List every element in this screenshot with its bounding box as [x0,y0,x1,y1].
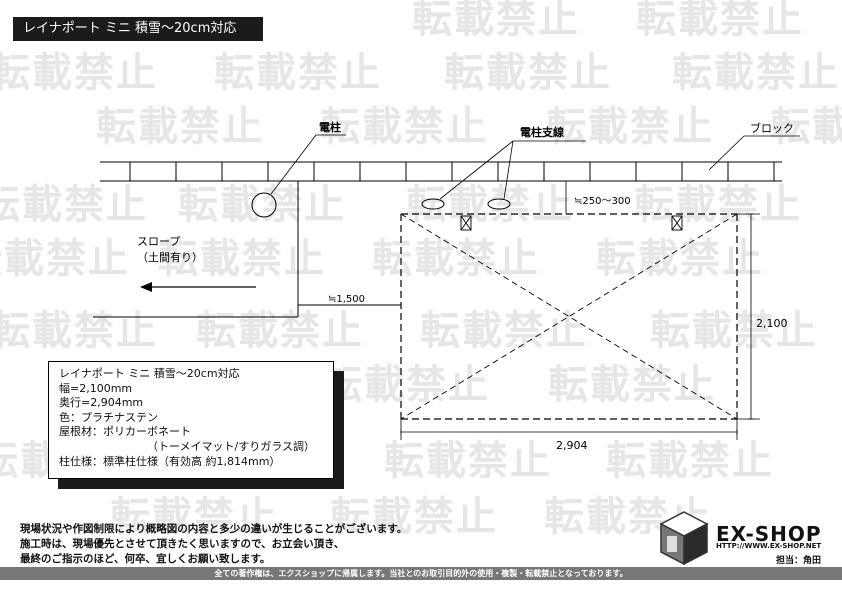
watermark-text: 転載禁止 [672,50,840,96]
watermark-text: 転載禁止 [606,438,774,484]
watermark-text: 転載禁止 [110,494,278,540]
width-dimension [400,419,738,440]
watermark-text: 転載禁止 [178,182,346,228]
notes: 現場状況や作図制限により概略図の内容と多少の違いが生じることがございます。 施工… [20,522,407,567]
block-label: ブロック [750,121,794,135]
watermark-text: 転載禁止 [596,236,764,282]
block-wall [100,161,782,182]
watermark-text: 転載禁止 [0,308,158,354]
watermark-text: 転載禁止 [444,50,612,96]
slope-arrow [140,282,256,292]
width-label: 2,904 [556,439,588,452]
watermark-text: 転載禁止 [412,0,580,42]
watermark-text: 転載禁止 [0,50,158,96]
watermark-text: 転載禁止 [158,236,326,282]
note-1: 現場状況や作図制限により概略図の内容と多少の違いが生じることがございます。 [20,523,408,535]
watermark-layer: 転載禁止転載禁止転載禁止転載禁止転載禁止転載禁止転載禁止転載禁止転載禁止転載禁止… [0,0,842,540]
note-3: 最終のご指示のほど、何卒、宜しくお願い致します。 [20,553,271,565]
watermark-text: 転載禁止 [770,104,842,150]
depth-label: 2,100 [756,317,788,330]
ex-shop-logo-icon [659,511,709,566]
carport-post-2 [671,215,683,231]
copyright-footer: 全ての著作権は、エクスショップに帰属します。当社とのお取引目的外の使用・複製・転… [0,567,842,580]
pole-label: 電柱 [319,120,341,134]
watermark-text: 転載禁止 [214,50,382,96]
spec-width: 幅=2,100mm [59,381,133,395]
spec-color: 色：プラチナステン [59,410,158,424]
carport-outline [400,213,738,420]
watermark-text: 転載禁止 [636,0,804,42]
watermark-text: 転載禁止 [406,182,574,228]
watermark-text: 転載禁止 [196,308,364,354]
watermark-text: 転載禁止 [420,308,588,354]
watermark-text: 転載禁止 [96,104,264,150]
watermark-text: 転載禁止 [320,104,488,150]
watermark-text: 転載禁止 [0,236,130,282]
slope-note: （土間有り） [137,250,203,264]
utility-pole [251,192,277,218]
guy-wire-anchor-1 [421,198,445,210]
gap-label: ≒250〜300 [574,196,631,207]
carport-post-1 [460,215,472,231]
spec-name: レイナポート ミニ 積雪〜20cm対応 [59,367,240,380]
watermark-text: 転載禁止 [322,362,490,408]
watermark-text: 転載禁止 [650,308,818,354]
pole-leader [270,134,317,195]
watermark-text: 転載禁止 [0,182,148,228]
slope-label: スロープ [137,235,180,248]
depth-dimension [737,213,760,420]
page-title: レイナポート ミニ 積雪〜20cm対応 [13,17,263,41]
spec-roof-note: （トーメイマット/すりガラス調） [147,439,316,453]
guy-wire-label: 電柱支線 [520,125,564,139]
note-2: 施工時は、現場優先とさせて頂きたく思いますので、お立会い頂き、 [20,538,345,550]
watermark-text: 転載禁止 [384,438,552,484]
spec-post: 柱仕様：標準柱仕様（有効高 約1,814mm） [59,454,281,468]
spec-box: レイナポート ミニ 積雪〜20cm対応 幅=2,100mm 奥行=2,904mm… [48,361,334,479]
guy-wire-anchor-2 [487,198,511,210]
watermark-text: 転載禁止 [548,362,716,408]
spec-roof: 屋根材：ポリカーボネート [59,425,191,439]
ex-shop-logo-text: EX-SHOP [716,522,822,546]
watermark-text: 転載禁止 [372,236,540,282]
slope-boundary [93,181,401,318]
watermark-text: 転載禁止 [634,182,802,228]
ex-shop-url: HTTP://WWW.EX-SHOP.NET [716,542,822,550]
spec-depth: 奥行=2,904mm [59,396,144,410]
watermark-text: 転載禁止 [546,104,714,150]
person-in-charge: 担当：角田 [776,556,822,566]
watermark-text: 転載禁止 [330,494,498,540]
offset-label: ≒1,500 [328,294,365,305]
